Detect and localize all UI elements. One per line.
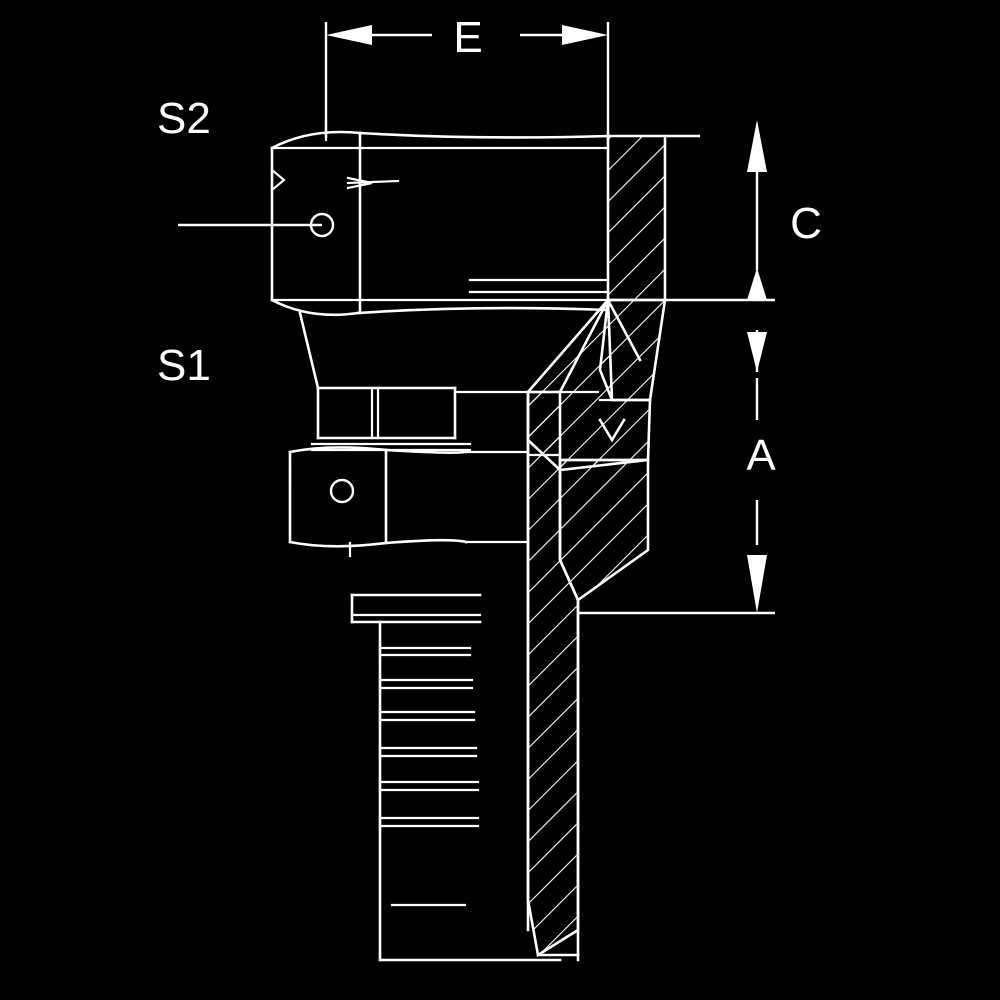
dim-C-arrow-mid-up [747,268,767,300]
dim-A-arrow-bottom [747,555,767,613]
lower-hex-nut [288,446,530,558]
dim-E-arrow-left [326,25,372,45]
cone-vee-tick [598,418,626,443]
upper-section-hatch [606,134,700,302]
lower-collar [298,311,530,452]
label-S1-group: S1 [157,341,355,504]
label-S2-leader-dot [309,212,335,238]
upper-hex-corner-tick2 [346,179,400,185]
upper-hex-nut [270,120,610,317]
upper-hex-bottom-arc-left [270,298,360,317]
lower-hex-top-arc-left [288,446,388,454]
dim-E-label: E [453,13,482,62]
dim-E-arrow-right [562,25,608,45]
collar-taper-left [298,311,320,390]
upper-hex-top-arc-left [270,130,362,150]
upper-hatch-block [606,134,667,302]
lower-hex-top-arc-right [384,448,468,454]
lower-hex-bottom-arc-left [288,540,388,548]
dim-C-label: C [790,199,822,248]
dimension-E: E [324,13,610,140]
dimension-A: A [578,378,776,615]
label-S1: S1 [157,341,211,390]
threaded-body-section [526,390,650,962]
label-S2-group: S2 [157,94,335,238]
dim-C-arrow-mid-down [747,332,767,372]
dimension-C: C [665,120,822,372]
upper-hex-top-arc-right [358,131,610,139]
dim-C-arrow-top [747,120,767,172]
label-S1-leader-dot [329,478,355,504]
cone-inner-right [606,298,642,362]
dim-A-label: A [746,431,776,480]
lower-hex-bottom-arc-right [384,538,468,545]
cone-inner-left [558,298,610,394]
upper-hex-left-tick [270,168,286,192]
upper-hex-bottom-arc-right [356,306,610,315]
thread-flange-hatch [558,458,650,602]
hose-barb-stem [350,593,562,962]
label-S2: S2 [157,94,211,143]
